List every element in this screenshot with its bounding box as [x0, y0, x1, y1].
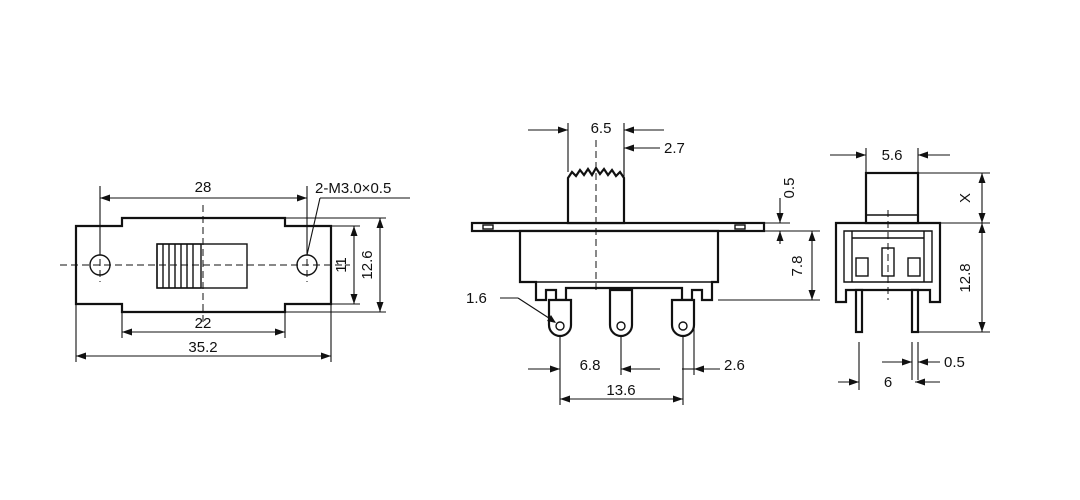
dim-end-height-label: 12.8	[957, 263, 974, 292]
dim-width-outer: 35.2	[75, 304, 332, 362]
side-body	[518, 229, 720, 302]
hole-callout: 2-M3.0×0.5	[306, 180, 410, 256]
dim-pin-width-label: 2.6	[724, 357, 745, 374]
side-pin-left	[547, 298, 573, 338]
dim-width-outer-label: 35.2	[188, 339, 217, 356]
dim-body-height: 7.8	[718, 230, 820, 301]
dim-body-height-label: 7.8	[789, 256, 806, 277]
dim-window: 22	[121, 312, 286, 338]
dim-pin-hole-label: 1.6	[466, 290, 487, 307]
dim-height-11-label: 11	[333, 257, 350, 273]
dim-flange-label: 0.5	[781, 178, 798, 199]
dim-pin-span-label: 13.6	[606, 382, 635, 399]
side-view: 6.5 2.7 0.5 7.8	[466, 120, 820, 405]
dim-height-12-6: 12.6	[285, 217, 386, 313]
dim-flange: 0.5	[764, 178, 798, 244]
dim-actuator-offset-label: 2.7	[664, 140, 685, 157]
dim-hole-pitch-label: 28	[195, 179, 212, 196]
slider-knob	[156, 243, 202, 289]
dim-end-actuator-width: 5.6	[830, 147, 950, 173]
dim-pin-hole: 1.6	[466, 290, 556, 323]
dim-pin-pitch-label: 6.8	[580, 357, 601, 374]
end-view: 5.6 X 12.8 0.5	[830, 147, 990, 391]
front-view: 28 2-M3.0×0.5 22 35.2	[60, 179, 410, 362]
dim-actuator-offset: 2.7	[623, 140, 685, 215]
dim-end-height: 12.8	[918, 223, 990, 333]
side-flange	[470, 221, 766, 233]
dim-pin-width: 2.6	[682, 326, 745, 375]
end-pin-right	[910, 288, 920, 334]
dim-window-label: 22	[195, 315, 212, 332]
dim-end-actuator-height: X	[918, 172, 990, 224]
dim-end-pin-thickness-label: 0.5	[944, 354, 965, 371]
dim-actuator-label: 6.5	[591, 120, 612, 137]
side-pin-right	[670, 298, 696, 338]
dim-end-pin-spacing: 6	[838, 342, 940, 391]
hole-callout-label: 2-M3.0×0.5	[315, 180, 391, 197]
dim-height-11: 11	[331, 225, 360, 305]
dim-end-actuator-height-label: X	[957, 193, 974, 203]
dim-pin-pitch: 6.8	[528, 337, 660, 405]
dim-end-pin-spacing-label: 6	[884, 374, 892, 391]
dim-height-12-6-label: 12.6	[359, 250, 376, 279]
dim-end-actuator-width-label: 5.6	[882, 147, 903, 164]
dim-pin-span: 13.6	[560, 337, 684, 405]
side-pin-center	[608, 288, 634, 338]
dim-end-pin-thickness: 0.5	[882, 342, 965, 380]
dim-hole-pitch: 28	[99, 179, 308, 255]
end-pin-left	[854, 288, 864, 334]
